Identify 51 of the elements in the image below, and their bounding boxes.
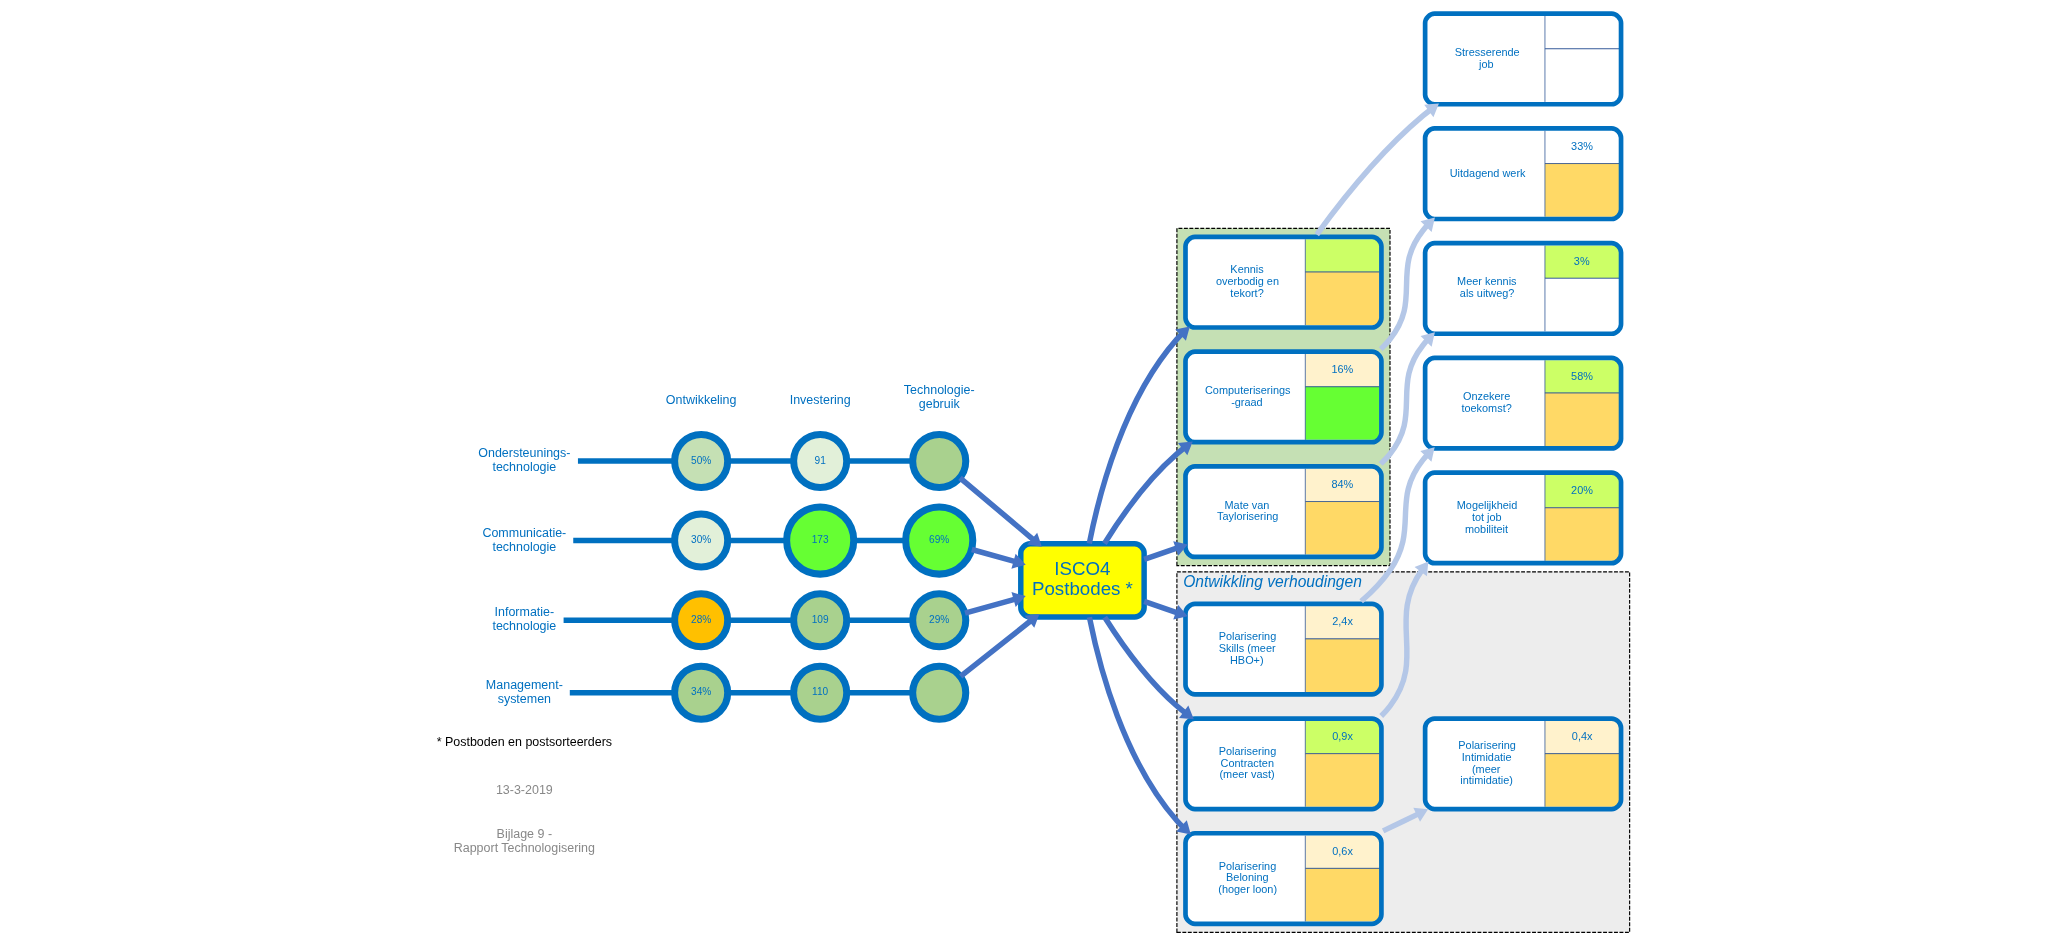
arrow: [1142, 541, 1188, 562]
arrow: [1358, 447, 1435, 604]
arrow: [1381, 807, 1428, 834]
arrow: [1086, 326, 1190, 545]
arrow: [957, 475, 1042, 547]
node-text: Ondersteunings- technologie: [477, 445, 570, 474]
node-circle: 110: [789, 662, 850, 723]
label: Bijlage 9 - Rapport Technologisering: [453, 826, 595, 855]
node-circle: 109: [789, 590, 850, 651]
label: Investering: [789, 392, 851, 407]
arrow: [963, 592, 1026, 616]
node-circle: 173: [782, 503, 857, 578]
connector: [572, 537, 675, 544]
node-text: Communicatie- technologie: [481, 525, 566, 554]
arrow: [958, 613, 1039, 679]
connector: [727, 617, 793, 623]
node-circle: [908, 662, 969, 723]
connector: [727, 690, 793, 696]
connector: [853, 537, 906, 544]
connector: [727, 458, 793, 464]
connector: [727, 537, 787, 544]
arrow: [970, 546, 1026, 569]
label: Ontwikkeling: [665, 392, 736, 407]
connector: [569, 690, 675, 696]
connector: [846, 458, 912, 464]
node-circle: 50%: [670, 430, 731, 491]
node-circle: 30%: [670, 510, 731, 571]
arrow: [1086, 616, 1191, 835]
arrow: [1378, 561, 1428, 718]
label: Technologie- gebruik: [903, 382, 975, 411]
connector: [577, 458, 674, 464]
arrow: [1142, 598, 1188, 620]
node-text: Management- systemen: [485, 677, 563, 706]
arrow: [1101, 615, 1194, 720]
node-circle: 29%: [908, 590, 969, 651]
connector: [846, 690, 912, 696]
node-box: ISCO4 Postbodes *: [1017, 540, 1147, 620]
node-circle: 69%: [901, 503, 976, 578]
arrow: [1378, 332, 1435, 466]
node-circle: 91: [789, 430, 850, 491]
node-circle: 34%: [670, 662, 731, 723]
label: * Postboden en postsorteerders: [436, 735, 612, 750]
connector: [563, 617, 674, 623]
label: 13-3-2019: [495, 783, 553, 798]
connector: [846, 617, 912, 623]
arrow: [1378, 217, 1435, 352]
node-circle: 28%: [670, 590, 731, 651]
arrow: [1101, 441, 1193, 545]
node-circle: [908, 430, 969, 491]
node-text: Informatie- technologie: [491, 605, 556, 634]
arrow: [1314, 103, 1439, 237]
